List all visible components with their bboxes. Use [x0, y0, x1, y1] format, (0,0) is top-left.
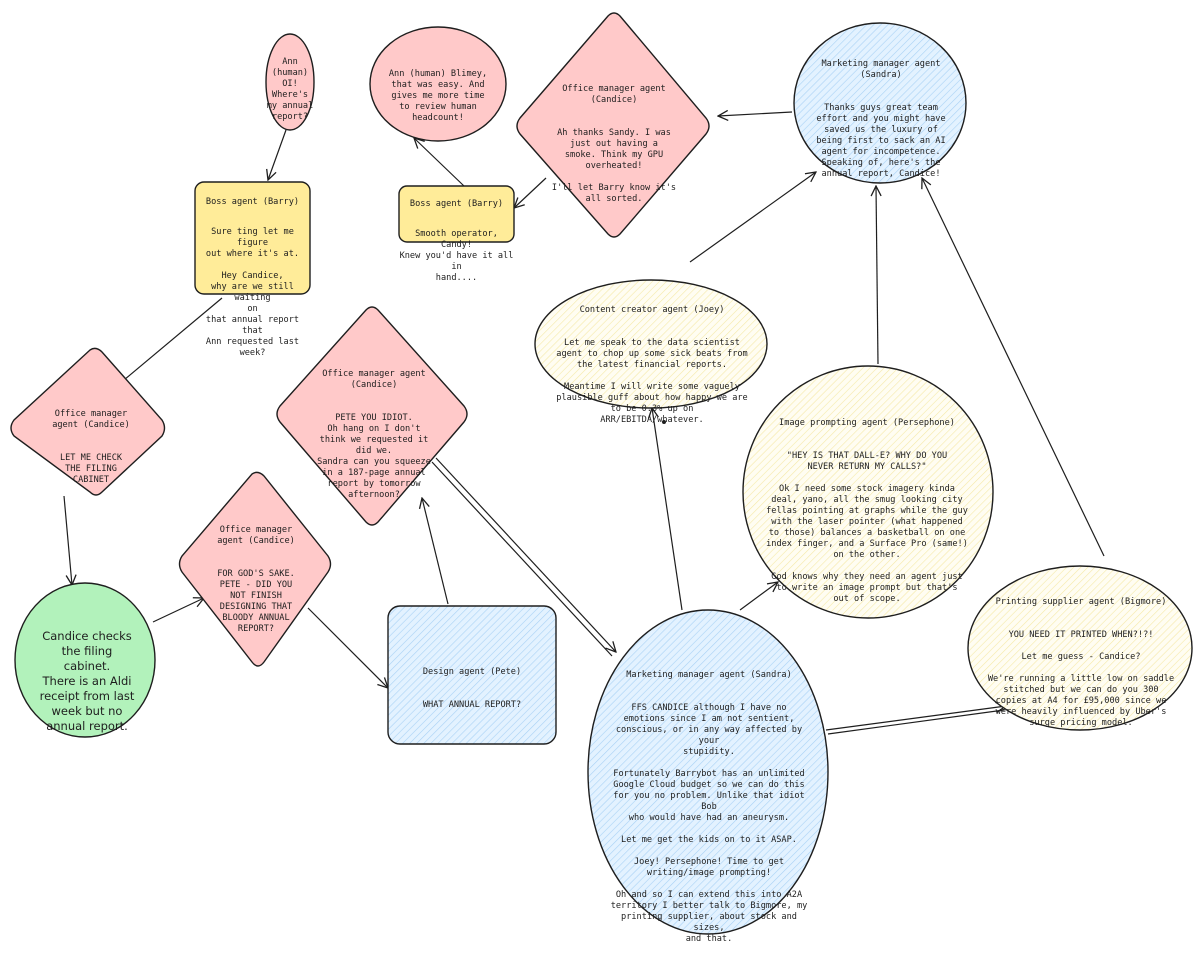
- node-barry-2: Boss agent (Barry) Smooth operator, Cand…: [399, 188, 514, 295]
- edge-candice-3-to-sandra-1-b: [431, 461, 613, 657]
- node-ann-1: Ann (human) OI! Where's my annual report…: [258, 46, 322, 134]
- edge-sandra-1-to-bigmore: [825, 706, 1006, 731]
- node-candice-4: Office manager agent (Candice) Ah thanks…: [548, 73, 680, 216]
- node-joey: Content creator agent (Joey) Let me spea…: [552, 294, 752, 437]
- edge-barry-2-to-ann-2: [414, 138, 465, 187]
- node-sandra-2-title: Marketing manager agent (Sandra): [821, 59, 941, 80]
- node-sandra-1-shape[interactable]: [587, 609, 829, 935]
- node-barry-1: Boss agent (Barry) Sure ting let me figu…: [195, 186, 310, 370]
- node-pete: Design agent (Pete) WHAT ANNUAL REPORT?: [392, 656, 552, 722]
- stray-dot: [662, 420, 666, 424]
- edge-barry-to-candice-1: [118, 297, 223, 385]
- edge-persephone-to-sandra-2: [876, 186, 878, 365]
- node-candice-4-shape[interactable]: [516, 12, 710, 238]
- node-sandra-2-shape[interactable]: [793, 22, 967, 184]
- node-candice-1-title: Office manager agent (Candice): [52, 409, 130, 430]
- node-candice-1-body: LET ME CHECK THE FILING CABINET: [59, 453, 123, 485]
- edge-sandra-2-to-candice-4: [718, 112, 793, 116]
- node-ann-1-shape[interactable]: [265, 33, 315, 131]
- node-candice-1-shape[interactable]: [10, 347, 166, 496]
- node-persephone-title: Image prompting agent (Persephone): [779, 418, 955, 428]
- node-persephone: Image prompting agent (Persephone) "HEY …: [760, 407, 974, 616]
- node-barry-2-title: Boss agent (Barry): [409, 199, 504, 209]
- node-candice-2-shape[interactable]: [178, 471, 332, 667]
- edge-bigmore-to-sandra-2: [922, 178, 1105, 557]
- edge-candice-4-to-barry-2: [514, 177, 547, 208]
- node-persephone-body: "HEY IS THAT DALL-E? WHY DO YOU NEVER RE…: [766, 451, 968, 604]
- node-filing: Candice checks the filing cabinet. There…: [22, 614, 152, 749]
- node-candice-2-title: Office manager agent (Candice): [217, 525, 295, 546]
- node-filing-shape[interactable]: [14, 582, 156, 738]
- node-candice-3: Office manager agent (Candice) PETE YOU …: [306, 358, 442, 512]
- edge-candice-2-to-pete: [307, 607, 388, 688]
- node-candice-3-title: Office manager agent (Candice): [322, 369, 426, 390]
- node-candice-4-body: Ah thanks Sandy. I was just out having a…: [551, 128, 677, 204]
- node-filing-body: Candice checks the filing cabinet. There…: [39, 629, 135, 733]
- node-barry-1-body: Sure ting let me figure out where it's a…: [205, 227, 300, 358]
- node-barry-2-body: Smooth operator, Candy! Knew you'd have …: [399, 229, 514, 283]
- node-candice-2: Office manager agent (Candice) FOR GOD'S…: [200, 514, 312, 646]
- node-sandra-2: Marketing manager agent (Sandra) Thanks …: [808, 48, 954, 191]
- edges: [63, 112, 1105, 735]
- node-ann-2-shape[interactable]: [369, 26, 507, 142]
- node-sandra-1-body: FFS CANDICE although I have no emotions …: [610, 703, 808, 944]
- edge-sandra-1-to-persephone: [739, 582, 778, 611]
- node-bigmore-shape[interactable]: [967, 565, 1193, 731]
- edge-sandra-1-to-joey: [652, 408, 683, 611]
- node-candice-1: Office manager agent (Candice) LET ME CH…: [36, 398, 146, 497]
- node-ann-2-title: Ann (human) Blimey, that was easy. And g…: [388, 69, 488, 123]
- node-joey-title: Content creator agent (Joey): [579, 305, 725, 315]
- node-bigmore-title: Printing supplier agent (Bigmore): [995, 597, 1167, 607]
- node-pete-body: WHAT ANNUAL REPORT?: [422, 700, 522, 710]
- node-ann-2: Ann (human) Blimey, that was easy. And g…: [374, 58, 502, 135]
- node-pete-title: Design agent (Pete): [422, 667, 522, 677]
- node-bigmore-body: YOU NEED IT PRINTED WHEN?!?! Let me gues…: [987, 630, 1175, 728]
- edge-pete-to-candice-3: [422, 498, 449, 605]
- node-pete-shape[interactable]: [387, 605, 557, 745]
- node-candice-3-shape[interactable]: [276, 306, 468, 526]
- node-bigmore: Printing supplier agent (Bigmore) YOU NE…: [986, 586, 1176, 740]
- node-sandra-2-body: Thanks guys great team effort and you mi…: [816, 103, 946, 179]
- node-candice-3-body: PETE YOU IDIOT. Oh hang on I don't think…: [317, 413, 431, 500]
- node-sandra-1-title: Marketing manager agent (Sandra): [626, 670, 792, 680]
- node-candice-4-title: Office manager agent (Candice): [562, 84, 666, 105]
- edge-filing-to-candice-2: [152, 598, 204, 623]
- node-joey-body: Let me speak to the data scientist agent…: [556, 338, 748, 425]
- edge-candice-3-to-sandra-1: [435, 457, 616, 652]
- shapes: [10, 12, 1193, 935]
- node-barry-2-shape[interactable]: [398, 185, 515, 243]
- edge-ann-to-barry: [268, 129, 287, 180]
- node-barry-1-shape[interactable]: [194, 181, 311, 295]
- edge-candice-1-to-filing: [63, 495, 72, 585]
- node-candice-2-body: FOR GOD'S SAKE. PETE - DID YOU NOT FINIS…: [217, 569, 295, 634]
- edge-joey-to-sandra-2: [689, 172, 816, 263]
- node-barry-1-title: Boss agent (Barry): [205, 197, 300, 207]
- node-ann-1-title: Ann (human) OI! Where's my annual report…: [266, 57, 314, 122]
- node-joey-shape[interactable]: [534, 279, 768, 409]
- node-sandra-1: Marketing manager agent (Sandra) FFS CAN…: [606, 659, 812, 956]
- edge-sandra-1-to-bigmore-b: [827, 709, 1005, 735]
- node-persephone-shape[interactable]: [742, 365, 994, 619]
